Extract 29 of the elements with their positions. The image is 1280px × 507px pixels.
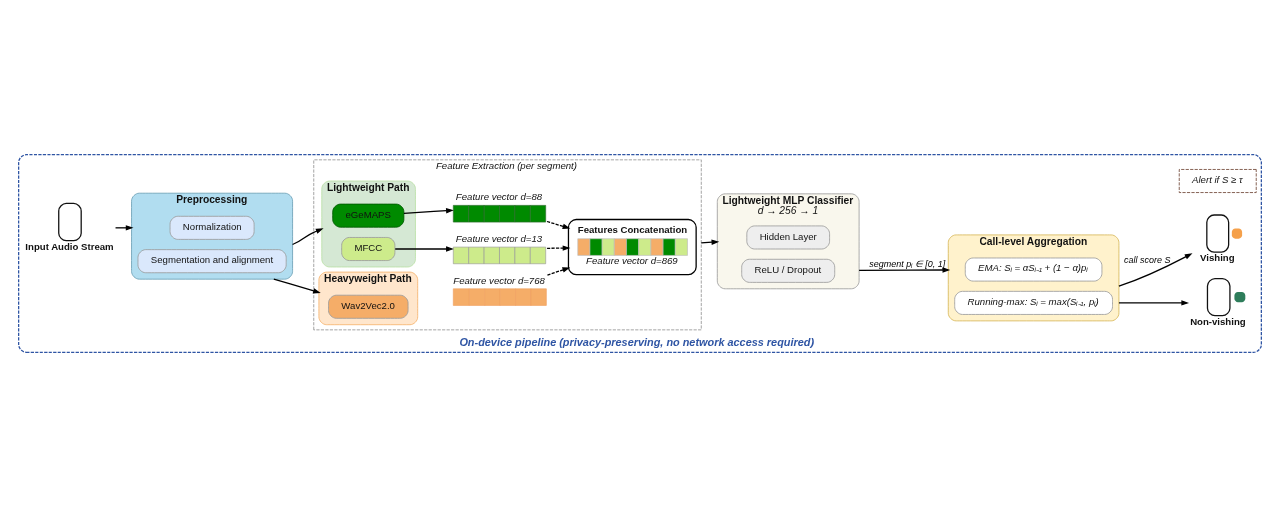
node-box: Features Concatenation Feature vector d=869 bbox=[567, 218, 697, 276]
arrow bbox=[394, 246, 454, 252]
node-label: Vishing bbox=[1200, 252, 1235, 264]
arrow bbox=[1118, 253, 1193, 287]
arrow bbox=[546, 267, 571, 276]
arrow bbox=[546, 245, 571, 251]
arrow bbox=[403, 208, 454, 215]
arrow bbox=[546, 220, 571, 229]
node-label: Non-vishing bbox=[1190, 315, 1246, 327]
node-box: Wav2Vec2.0 bbox=[328, 294, 409, 319]
arrow bbox=[1118, 300, 1190, 306]
edge-label: call score S bbox=[1124, 254, 1171, 265]
arrow bbox=[858, 267, 951, 273]
arrow bbox=[273, 278, 321, 294]
node-box: Running-max: Sᵢ = max(Sᵢ₋₁, pᵢ) bbox=[954, 290, 1113, 315]
node-box: EMA: Sᵢ = αSᵢ₋₁ + (1 − α)pᵢ bbox=[964, 257, 1103, 282]
node-box: Hidden Layer bbox=[746, 225, 830, 250]
node-box: Normalization bbox=[169, 215, 255, 240]
node-box: Alert if S ≥ τ bbox=[1178, 169, 1257, 193]
node-box: MFCC bbox=[341, 237, 396, 261]
node-label: Feature vector d=768 bbox=[453, 274, 545, 286]
node-label: Input Audio Stream bbox=[25, 240, 114, 252]
node-label: Feature vector d=88 bbox=[455, 191, 543, 203]
arrow bbox=[291, 228, 324, 246]
node-box: eGeMAPS bbox=[332, 203, 405, 228]
node-box bbox=[58, 202, 82, 242]
node-box: ReLU / Dropout bbox=[741, 258, 836, 283]
node-label: Feature vector d=13 bbox=[455, 232, 543, 244]
node-box: Segmentation and alignment bbox=[137, 249, 287, 274]
